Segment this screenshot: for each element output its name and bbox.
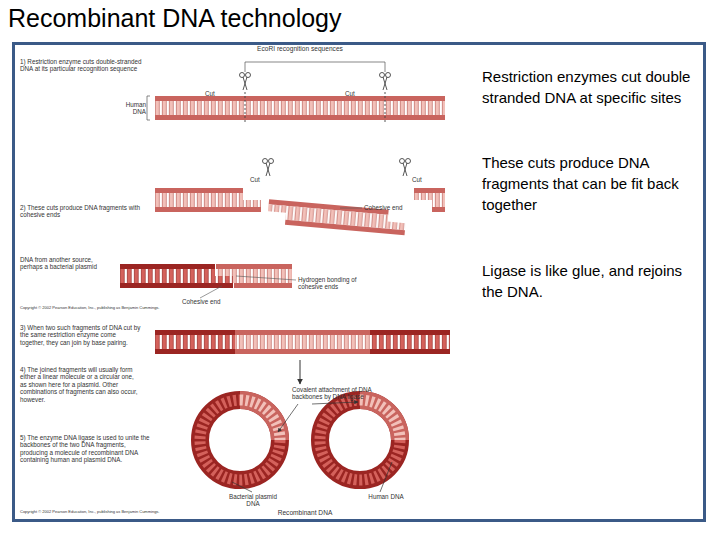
leader-line <box>278 404 298 432</box>
leader-line <box>200 286 222 298</box>
base-pairs <box>360 400 400 440</box>
backbone <box>370 330 450 335</box>
backbone <box>155 188 243 193</box>
backbone <box>155 115 445 120</box>
base-pairs <box>200 400 280 480</box>
dna-fragment <box>414 188 445 212</box>
sticky-end <box>215 276 233 283</box>
scissors-icon <box>380 73 391 125</box>
sticky-end <box>414 193 432 200</box>
backbone <box>120 283 233 288</box>
scissors-handle <box>400 159 405 164</box>
backbone <box>370 349 450 354</box>
cut-line <box>245 92 246 124</box>
base-pairs <box>432 193 445 207</box>
scissors-icon <box>400 159 411 177</box>
leader-line <box>340 208 362 209</box>
backbone <box>235 349 370 354</box>
backbone <box>414 188 445 193</box>
slide-title: Recombinant DNA technology <box>8 4 342 33</box>
base-pairs <box>155 101 445 115</box>
scissors-handle <box>246 73 251 78</box>
base-pairs <box>235 335 370 349</box>
dna-fragment <box>216 264 292 288</box>
base-pairs <box>370 335 450 349</box>
backbone <box>155 349 235 354</box>
scissors-icon <box>240 73 251 125</box>
leader-lines <box>232 402 392 492</box>
leader-line <box>236 276 296 280</box>
human-dna-strand <box>147 96 445 120</box>
sticky-end <box>243 200 261 207</box>
scissors-handle <box>406 159 411 164</box>
bracket-line <box>147 96 150 120</box>
scissors-handle <box>380 73 385 78</box>
scissors-blade <box>383 77 387 90</box>
base-pairs <box>320 400 400 480</box>
scissors-icon <box>263 159 274 177</box>
scissors-handle <box>240 73 245 78</box>
backbone <box>234 283 292 288</box>
cut-line <box>385 92 386 124</box>
backbone <box>120 264 215 269</box>
human-segment <box>240 400 280 440</box>
scissors-blade <box>266 163 270 176</box>
scissors-handle <box>386 73 391 78</box>
base-pairs <box>240 400 280 440</box>
backbone <box>155 207 261 212</box>
backbone <box>432 207 445 212</box>
base-pairs <box>155 335 235 349</box>
sticky-end <box>268 204 287 213</box>
recognition-bracket <box>245 62 385 72</box>
bullet-text: These cuts produce DNA fragments that ca… <box>482 152 697 215</box>
backbone <box>155 330 235 335</box>
bracket-line <box>245 62 385 72</box>
scissors-blade <box>383 77 387 90</box>
human-segment <box>360 400 400 440</box>
dna-fragment <box>155 188 261 212</box>
circular-plasmid <box>200 400 280 480</box>
dna-fragment <box>267 199 407 235</box>
circular-plasmid <box>320 400 400 480</box>
backbone <box>155 96 445 101</box>
leader-line <box>312 402 358 404</box>
bullet-text: Ligase is like glue, and rejoins the DNA… <box>482 260 697 302</box>
backbone <box>285 220 405 235</box>
backbone <box>216 264 292 269</box>
plasmid-ring <box>200 400 280 480</box>
backbone <box>235 330 370 335</box>
scissors-blade <box>266 163 270 176</box>
scissors-blade <box>403 163 407 176</box>
process-arrow <box>300 360 301 384</box>
base-pairs <box>155 193 243 207</box>
leader-line <box>232 482 252 492</box>
scissors-blade <box>403 163 407 176</box>
scissors-handle <box>263 159 268 164</box>
leader-line <box>380 462 392 492</box>
sticky-end <box>216 269 233 276</box>
joined-dna <box>155 330 450 354</box>
scissors-blade <box>243 77 247 90</box>
scissors-handle <box>269 159 274 164</box>
plasmid-ring <box>320 400 400 480</box>
scissors-blade <box>243 77 247 90</box>
base-pairs <box>120 269 215 283</box>
base-pairs <box>233 269 292 283</box>
bullet-text: Restriction enzymes cut double stranded … <box>482 66 697 108</box>
